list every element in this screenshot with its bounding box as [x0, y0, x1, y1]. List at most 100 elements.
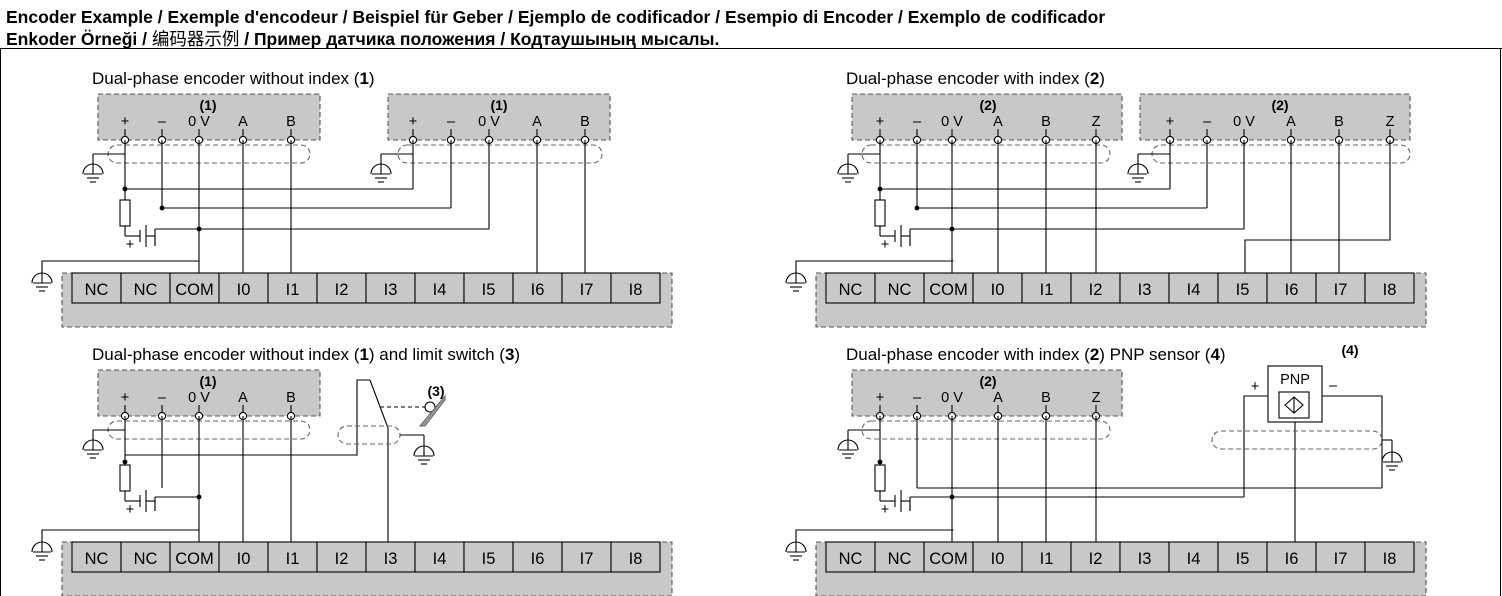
encoder-module [97, 369, 321, 417]
cable-shield [397, 144, 603, 164]
terminal-i8 [610, 272, 661, 304]
pin-label: Z [1092, 114, 1101, 130]
terminal-label-nc: NC [134, 550, 158, 568]
pin-label: – [447, 114, 456, 130]
terminal-label-com: COM [929, 550, 968, 568]
terminal-i8 [1364, 272, 1415, 304]
pin-label: A [238, 390, 248, 406]
terminal-nc [71, 272, 122, 304]
section-title-part: ) PNP sensor ( [1099, 345, 1211, 364]
pin-label: B [286, 390, 296, 406]
cable-shield [337, 425, 401, 445]
pin-label: A [532, 114, 542, 130]
wire [1243, 395, 1268, 497]
terminal-label-i0: I0 [991, 550, 1005, 568]
terminal-i7 [561, 541, 612, 573]
section-title-part: ) [514, 345, 520, 364]
terminal-label-i6: I6 [531, 281, 545, 299]
section-title-part: 4 [1210, 345, 1220, 364]
header-rule [0, 48, 1502, 49]
section-title: Dual-phase encoder with index (2) [846, 69, 1105, 88]
terminal-label-i8: I8 [1383, 550, 1397, 568]
cable-shield [861, 144, 1111, 164]
section-title-part: Dual-phase encoder without index ( [92, 69, 360, 88]
terminal-label-i8: I8 [629, 550, 643, 568]
terminal-label-i8: I8 [1383, 281, 1397, 299]
fuse-icon [119, 199, 131, 227]
encoder-module [387, 93, 611, 141]
pin-label: A [993, 114, 1003, 130]
encoder-module [97, 93, 321, 141]
terminal-label-i5: I5 [1236, 281, 1250, 299]
terminal-i4 [1168, 541, 1219, 573]
section-title-part: 2 [1090, 69, 1099, 88]
terminal-i7 [1315, 541, 1366, 573]
ground-wire [795, 260, 954, 273]
terminal-label-com: COM [175, 550, 214, 568]
terminal-label-i4: I4 [433, 550, 447, 568]
terminal-i6 [1266, 272, 1317, 304]
section-title-part: Dual-phase encoder with index ( [846, 69, 1090, 88]
terminal-label-i6: I6 [1285, 550, 1299, 568]
terminal-label-i0: I0 [237, 281, 251, 299]
terminal-label-nc: NC [839, 281, 863, 299]
terminal-label-i2: I2 [1089, 281, 1103, 299]
pin-label: + [121, 390, 129, 406]
terminal-label-i8: I8 [629, 281, 643, 299]
terminal-i8 [1364, 541, 1415, 573]
pin-label: 0 V [188, 114, 210, 130]
encoder-module-label: (2) [979, 373, 996, 389]
fuse-icon [874, 464, 886, 492]
terminal-com [169, 541, 220, 573]
section-title: Dual-phase encoder without index (1) [92, 69, 375, 88]
encoder-module-label: (2) [979, 97, 996, 113]
terminal-label-i1: I1 [1040, 550, 1054, 568]
pin-label: 0 V [1233, 114, 1255, 130]
pin-label: B [1334, 114, 1344, 130]
cable-shield [1151, 144, 1411, 164]
pin-label: – [913, 390, 922, 406]
terminal-label-i7: I7 [580, 281, 594, 299]
terminal-label-i1: I1 [286, 550, 300, 568]
terminal-label-i5: I5 [482, 550, 496, 568]
terminal-label-i2: I2 [335, 281, 349, 299]
ground-icon [413, 445, 435, 457]
terminal-label-i4: I4 [1187, 281, 1201, 299]
pin-label: + [876, 390, 884, 406]
encoder-module [851, 369, 1123, 417]
ground-icon [1127, 163, 1149, 175]
junction-dot [877, 459, 883, 465]
section-title-part: ) [369, 69, 375, 88]
terminal-label-i4: I4 [433, 281, 447, 299]
battery-plus-label: + [126, 502, 134, 518]
terminal-i5 [1217, 272, 1268, 304]
pin-label: A [1286, 114, 1296, 130]
pin-label: 0 V [478, 114, 500, 130]
terminal-com [923, 541, 974, 573]
battery-plus-label: + [881, 237, 889, 253]
terminal-label-nc: NC [85, 281, 109, 299]
terminal-nc [71, 541, 122, 573]
ground-wire [41, 529, 200, 542]
terminal-label-i3: I3 [1138, 281, 1152, 299]
header-line-2: Enkoder Örneği / 编码器示例 / Пример датчика … [6, 26, 719, 51]
junction-dot [159, 205, 165, 211]
battery-plus-label: + [881, 502, 889, 518]
ground-wire [41, 260, 200, 273]
pin-label: B [1041, 390, 1051, 406]
fuse-icon [119, 464, 131, 492]
terminal-nc [825, 541, 876, 573]
terminal-i0 [218, 272, 269, 304]
terminal-nc [825, 272, 876, 304]
terminal-i5 [463, 272, 514, 304]
pin-label: 0 V [941, 114, 963, 130]
terminal-label-nc: NC [888, 550, 912, 568]
encoder-module-label: (1) [490, 97, 507, 113]
terminal-label-i3: I3 [1138, 550, 1152, 568]
cable-shield [107, 144, 311, 164]
encoder-module-label: (1) [199, 373, 216, 389]
terminal-label-com: COM [175, 281, 214, 299]
junction-dot [122, 459, 128, 465]
